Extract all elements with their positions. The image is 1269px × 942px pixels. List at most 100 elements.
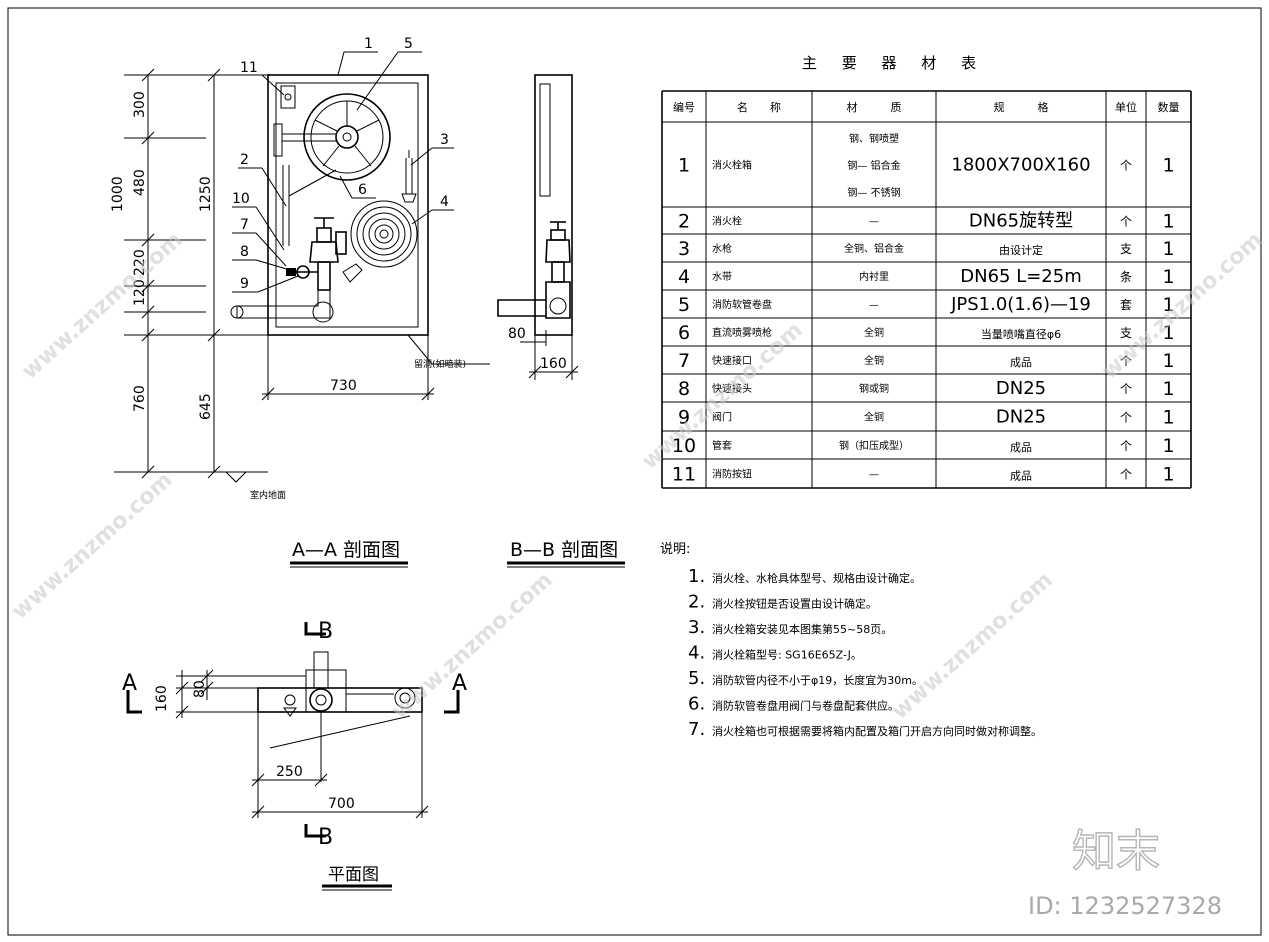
dim-80-side: 80 [508, 326, 526, 342]
table-cell-qty: 1 [1162, 464, 1174, 486]
note-text: 消防软管卷盘用阀门与卷盘配套供应。 [712, 699, 899, 713]
table-header-5: 数量 [1158, 101, 1180, 114]
callout-9: 9 [240, 276, 249, 292]
table-cell-qty: 1 [1162, 266, 1174, 288]
table-cell-material: 钢或铜 [859, 382, 889, 395]
table-cell-material: 钢（扣压成型） [839, 439, 909, 452]
dim-1250: 1250 [198, 176, 214, 212]
id-watermark: ID: 1232527328 [1028, 892, 1222, 920]
table-cell-unit: 支 [1120, 242, 1132, 256]
table-cell-qty: 1 [1162, 211, 1174, 233]
section-mark-a-left: A [122, 671, 137, 696]
dimension-lines [114, 68, 435, 483]
callout-5: 5 [404, 36, 413, 52]
notes-block: 说明: 1.消火栓、水枪具体型号、规格由设计确定。2.消火栓按钮是否设置由设计确… [660, 542, 1042, 740]
hose-reel-outer [303, 93, 391, 181]
table-cell-no: 1 [678, 155, 690, 177]
table-cell-no: 6 [678, 322, 690, 344]
table-cell-unit: 套 [1120, 298, 1132, 312]
plan-title: 平面图 [328, 865, 379, 885]
table-cell-qty: 1 [1162, 435, 1174, 457]
side-valve [497, 221, 571, 319]
table-cell-material: — [869, 217, 879, 228]
note-number: 5. [688, 668, 705, 689]
table-header-4: 单位 [1115, 100, 1137, 114]
table-cell-spec: JPS1.0(1.6)—19 [950, 294, 1091, 315]
table-cell-no: 2 [678, 211, 690, 233]
table-cell-spec: 由设计定 [999, 243, 1043, 257]
dim-160-plan: 160 [154, 685, 170, 712]
section-marks: B B A A [122, 619, 467, 850]
section-bb-title: B—B 剖面图 [510, 539, 618, 561]
note-number: 6. [688, 694, 705, 715]
table-cell-no: 5 [678, 294, 690, 316]
section-aa-view: 留洞(如暗装) 1 5 3 4 11 2 6 10 7 8 9 [110, 36, 490, 501]
dim-480: 480 [132, 169, 148, 196]
table-cell-no: 7 [678, 350, 690, 372]
table-cell-unit: 个 [1120, 468, 1132, 482]
cabinet-inner [275, 82, 419, 328]
table-header-2: 材 质 [847, 100, 902, 114]
callout-10: 10 [232, 191, 250, 207]
table-header-1: 名 称 [737, 100, 781, 114]
note-number: 7. [688, 719, 705, 740]
table-cell-qty: 1 [1162, 378, 1174, 400]
note-number: 2. [688, 592, 705, 613]
callout-2: 2 [240, 152, 249, 168]
fire-button-icon [284, 93, 292, 101]
opening-label: 留洞(如暗装) [414, 358, 466, 370]
note-number: 3. [688, 617, 705, 638]
hydrant-valve [309, 217, 347, 291]
table-cell-material: — [869, 300, 879, 311]
table-cell-material: — [869, 470, 879, 481]
dim-160-side: 160 [540, 356, 567, 372]
note-number: 4. [688, 643, 705, 664]
table-cell-spec: 成品 [1010, 470, 1032, 483]
table-cell-no: 8 [678, 378, 690, 400]
note-text: 消防软管内径不小于φ19，长度宜为30m。 [712, 673, 923, 687]
section-aa-title: A—A 剖面图 [292, 539, 400, 561]
note-text: 消火栓、水枪具体型号、规格由设计确定。 [712, 571, 921, 585]
table-cell-name: 消火栓 [712, 215, 742, 228]
dim-760: 760 [132, 385, 148, 412]
watermark-6: www.znzmo.com [7, 468, 177, 625]
table-cell-name: 消火栓箱 [712, 159, 752, 172]
dim-730: 730 [330, 378, 357, 394]
note-text: 消火栓箱型号: SG16E65Z-J。 [712, 648, 862, 662]
fire-button-box [280, 85, 296, 109]
callout-11: 11 [240, 60, 258, 76]
table-cell-unit: 个 [1120, 439, 1132, 453]
table-cell-no: 10 [672, 435, 696, 457]
callout-4: 4 [440, 194, 449, 210]
dim-250-plan: 250 [276, 764, 303, 780]
table-cell-unit: 个 [1120, 215, 1132, 229]
table-cell-material: 钢— 不锈钢 [847, 186, 900, 199]
table-cell-spec: 当量喷嘴直径φ6 [981, 327, 1061, 341]
table-cell-name: 水枪 [712, 242, 732, 255]
table-cell-spec: DN25 [996, 378, 1046, 399]
table-cell-no: 3 [678, 238, 690, 260]
callout-leaders [232, 51, 454, 293]
reel-bracket [273, 123, 283, 157]
brand-watermark: 知末 [1072, 826, 1160, 877]
table-cell-spec: DN65 L=25m [960, 266, 1082, 287]
table-cell-no: 9 [678, 407, 690, 429]
table-cell-no: 4 [678, 266, 690, 288]
table-cell-qty: 1 [1162, 350, 1174, 372]
side-dims [520, 320, 579, 380]
section-bb-view: 80 160 [497, 74, 579, 380]
dimension-texts: 300 480 220 120 1000 1250 760 645 730 [110, 91, 357, 420]
table-cell-material: 全铜 [864, 411, 884, 424]
dim-700-plan: 700 [328, 796, 355, 812]
callout-3: 3 [440, 132, 449, 148]
note-text: 消火栓箱安装见本图集第55~58页。 [712, 622, 892, 636]
table-cell-qty: 1 [1162, 155, 1174, 177]
table-cell-no: 11 [672, 464, 696, 486]
table-cell-name: 直流喷雾喷枪 [712, 326, 772, 339]
dim-120: 120 [132, 279, 148, 306]
dim-645: 645 [198, 393, 214, 420]
table-cell-material: 全铜 [864, 354, 884, 367]
table-cell-material: 全铜、铝合金 [844, 242, 904, 255]
hose-reel-hub [335, 125, 359, 149]
table-cell-unit: 个 [1120, 354, 1132, 368]
